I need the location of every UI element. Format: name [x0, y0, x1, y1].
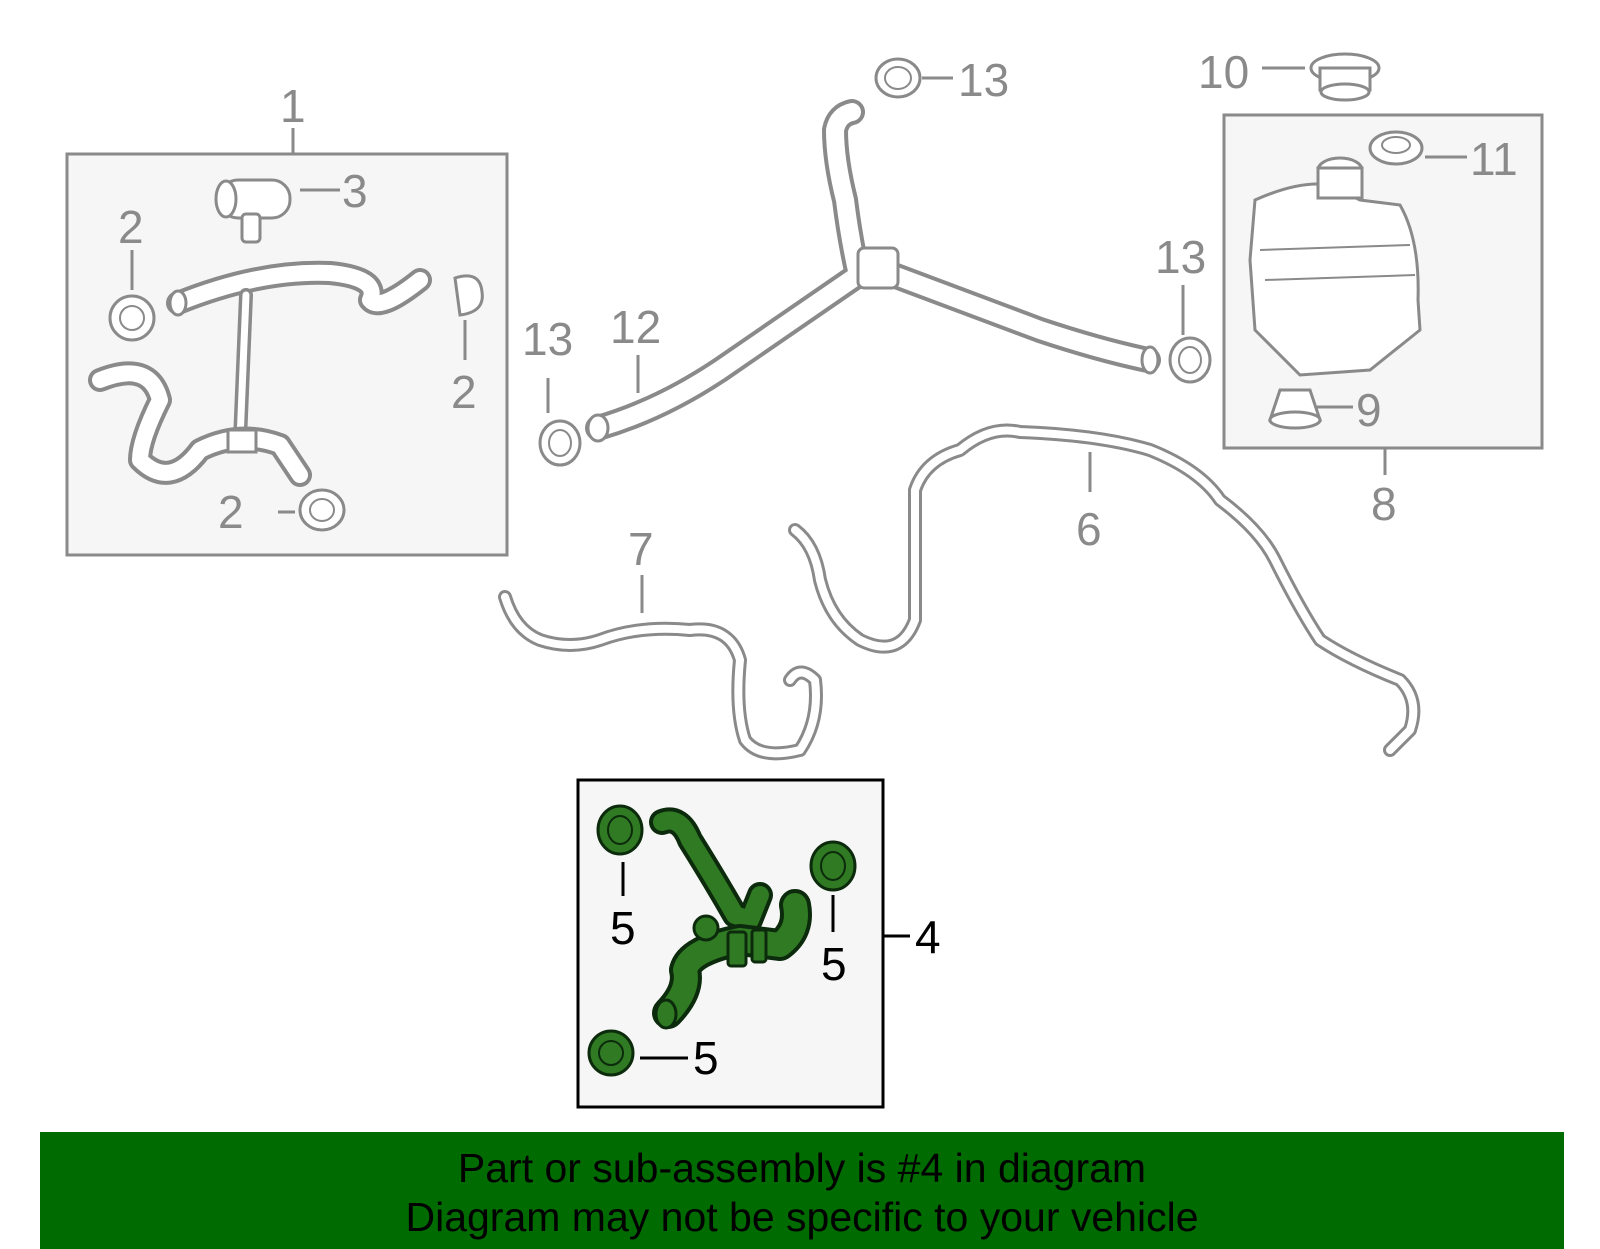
clamp-2-left[interactable] — [108, 294, 156, 342]
clamp-2-bottom[interactable] — [298, 488, 346, 532]
callout-9: 9 — [1356, 384, 1382, 436]
callout-13-top: 13 — [958, 54, 1009, 106]
cap-11[interactable] — [1368, 130, 1424, 166]
callout-13-left: 13 — [522, 313, 573, 365]
callout-3: 3 — [342, 165, 368, 217]
callout-5-top-left: 5 — [610, 902, 636, 954]
callout-5-bottom: 5 — [693, 1032, 719, 1084]
callout-10: 10 — [1198, 46, 1249, 98]
clamp-5-top-left[interactable] — [596, 804, 644, 856]
leader-lines — [130, 66, 1467, 1060]
callout-2-right: 2 — [451, 366, 477, 418]
hose-assembly-4[interactable] — [649, 807, 812, 1030]
info-banner: Part or sub-assembly is #4 in diagram Di… — [40, 1132, 1564, 1249]
banner-line-1: Part or sub-assembly is #4 in diagram — [457, 1145, 1147, 1191]
callout-2-bottom: 2 — [218, 486, 244, 538]
callout-2-left: 2 — [118, 201, 144, 253]
callout-7: 7 — [628, 523, 654, 575]
callout-4: 4 — [915, 911, 941, 963]
insulator-9[interactable] — [1267, 388, 1323, 430]
callout-6: 6 — [1076, 503, 1102, 555]
callouts: 1 3 2 2 2 13 12 13 13 10 11 9 8 6 7 5 5 … — [118, 46, 1518, 1084]
callout-1: 1 — [280, 80, 306, 132]
banner-line-2: Diagram may not be specific to your vehi… — [405, 1194, 1199, 1240]
callout-11: 11 — [1470, 133, 1518, 185]
callout-5-right: 5 — [821, 938, 847, 990]
cap-10[interactable] — [1309, 52, 1381, 102]
hose-7[interactable] — [498, 590, 823, 761]
clamp-5-bottom[interactable] — [587, 1029, 635, 1077]
hose-6[interactable] — [788, 423, 1421, 757]
fitting-3[interactable] — [214, 178, 292, 244]
clamp-13-left[interactable] — [538, 419, 582, 467]
clamp-13-top[interactable] — [874, 57, 922, 99]
clamp-5-right[interactable] — [809, 840, 857, 892]
hose-12[interactable] — [585, 99, 1161, 443]
callout-13-right: 13 — [1155, 231, 1206, 283]
callout-8: 8 — [1371, 478, 1397, 530]
hose-assembly-1[interactable] — [88, 260, 432, 487]
callout-12: 12 — [610, 301, 661, 353]
clamp-2-right[interactable] — [453, 274, 484, 317]
assembly-1-panel[interactable] — [65, 152, 509, 557]
reservoir-8[interactable] — [1248, 156, 1422, 377]
clamp-13-right[interactable] — [1168, 336, 1212, 384]
